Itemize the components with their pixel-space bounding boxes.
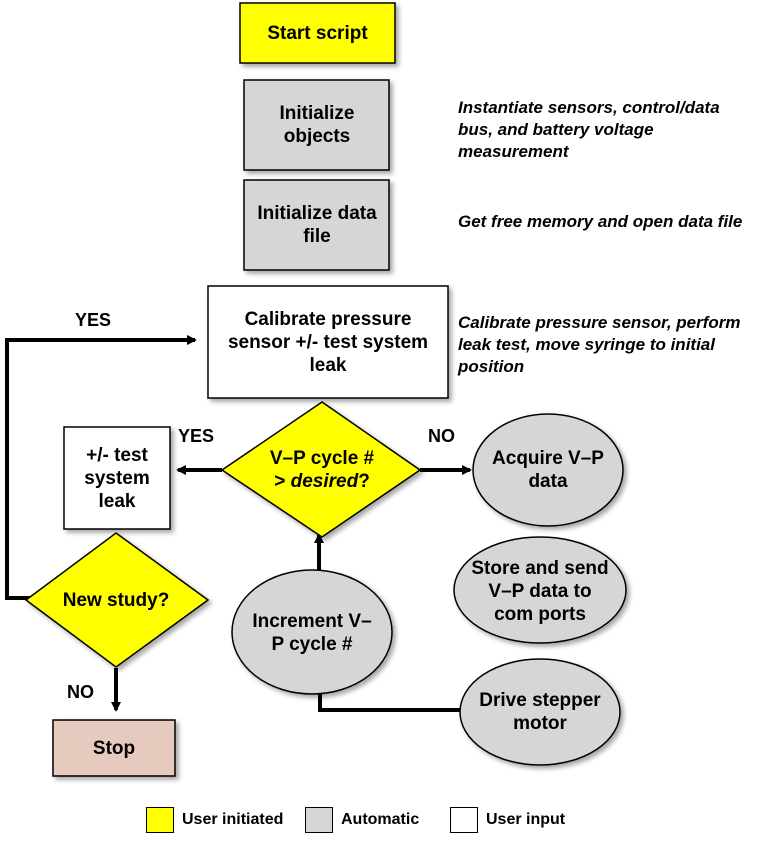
drive-motor-label: Drive stepper motor bbox=[479, 690, 601, 734]
initialize-data-file-box bbox=[243, 179, 390, 271]
increment-ellipse bbox=[231, 569, 393, 695]
new-study-label: New study? bbox=[62, 589, 170, 611]
legend-swatch-white bbox=[450, 807, 478, 833]
decision-gt: > bbox=[274, 471, 286, 492]
acquire-label: Acquire V–P data bbox=[492, 448, 604, 492]
store-send-label: Store and send V–P data to com ports bbox=[471, 557, 609, 625]
legend-user-input: User input bbox=[450, 806, 565, 834]
drive-motor-ellipse bbox=[459, 658, 621, 766]
stop-box bbox=[52, 719, 176, 777]
note-initialize-data-file: Get free memory and open data file bbox=[458, 212, 743, 231]
no-right-label: NO bbox=[428, 426, 455, 446]
cycle-decision-label: V–P cycle # > desired? bbox=[240, 440, 404, 500]
yes-loop-label: YES bbox=[75, 310, 112, 330]
legend-label-user-input: User input bbox=[486, 811, 566, 828]
calibrate-label: Calibrate pressure sensor +/- test syste… bbox=[227, 308, 429, 376]
start-script-box bbox=[239, 2, 396, 64]
increment-label: Increment V–P cycle # bbox=[252, 611, 372, 655]
acquire-ellipse bbox=[472, 413, 624, 527]
note-calibrate: Calibrate pressure sensor, perform leak … bbox=[458, 313, 741, 376]
initialize-objects-box bbox=[243, 79, 390, 171]
no-down-label: NO bbox=[67, 682, 94, 702]
start-script-label: Start script bbox=[267, 22, 368, 44]
legend-label-automatic: Automatic bbox=[341, 811, 420, 828]
loop-back-connector bbox=[5, 335, 197, 600]
initialize-objects-label: Initialize objects bbox=[279, 103, 355, 147]
calibrate-box bbox=[207, 285, 449, 399]
store-send-ellipse bbox=[453, 536, 627, 644]
decision-line-1: V–P cycle # bbox=[269, 448, 375, 469]
leak-test-label: +/- test system leak bbox=[84, 444, 150, 512]
initialize-data-file-label: Initialize data file bbox=[257, 203, 377, 247]
cycle-decision-diamond bbox=[220, 401, 422, 538]
stop-label: Stop bbox=[92, 737, 136, 759]
legend-user-initiated: User initiated bbox=[146, 806, 283, 834]
legend-automatic: Automatic bbox=[305, 806, 419, 834]
yes-left-label: YES bbox=[178, 426, 215, 446]
decision-line-2: > desired? bbox=[274, 470, 370, 493]
note-initialize-objects: Instantiate sensors, control/data bus, a… bbox=[458, 98, 720, 161]
decision-desired: desired bbox=[290, 471, 359, 492]
legend-label-user-initiated: User initiated bbox=[182, 811, 284, 828]
decision-question: ? bbox=[358, 471, 370, 492]
legend-swatch-yellow bbox=[146, 807, 174, 833]
drive-connector bbox=[318, 690, 462, 712]
leak-test-box bbox=[63, 426, 171, 530]
new-study-diamond bbox=[24, 532, 210, 668]
legend-swatch-gray bbox=[305, 807, 333, 833]
